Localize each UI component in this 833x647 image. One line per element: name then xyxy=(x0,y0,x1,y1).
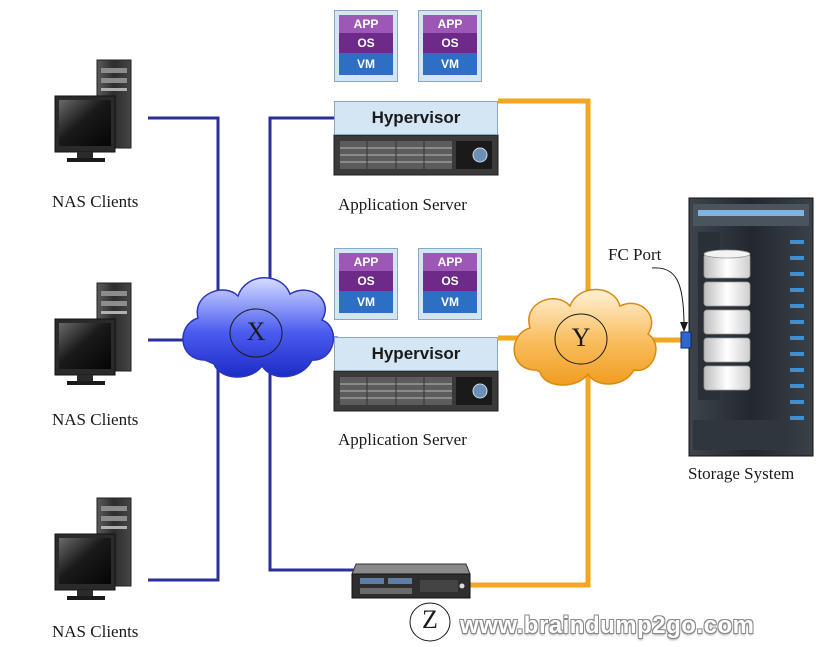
application-server-1-chassis xyxy=(333,134,499,176)
cloud-y xyxy=(513,288,657,386)
switch-z-fc-link xyxy=(470,370,591,588)
fc-port-pointer xyxy=(651,267,685,327)
vm-2-server-1: APP OS VM xyxy=(418,10,482,82)
application-server-2-chassis xyxy=(333,370,499,412)
vm-2-server-2: APP OS VM xyxy=(418,248,482,320)
vm-os-label: OS xyxy=(339,271,393,291)
storage-system-rack xyxy=(680,197,814,457)
vm-app-label: APP xyxy=(423,15,477,33)
vm-app-label: APP xyxy=(339,253,393,271)
vm-os-label: OS xyxy=(339,33,393,53)
vm-os-label: OS xyxy=(423,271,477,291)
cloud-x xyxy=(182,277,335,378)
vm-vm-label: VM xyxy=(423,291,477,313)
watermark: www.braindump2go.com xyxy=(460,612,755,639)
nas-clients-label-3: NAS Clients xyxy=(52,622,139,641)
nas-client-1 xyxy=(54,59,132,162)
fc-port xyxy=(680,331,692,349)
nas-clients-label-2: NAS Clients xyxy=(52,410,139,429)
hypervisor-server-2: Hypervisor xyxy=(334,337,498,371)
device-z xyxy=(351,563,471,642)
fc-port-label: FC Port xyxy=(608,245,662,264)
fc-port-pointer-arrowhead xyxy=(680,322,688,332)
nas-client-3 xyxy=(54,497,132,600)
hypervisor-server-1: Hypervisor xyxy=(334,101,498,135)
vm-1-server-1: APP OS VM xyxy=(334,10,398,82)
device-z-label: Z xyxy=(422,605,438,634)
nas-clients-label-1: NAS Clients xyxy=(52,192,139,211)
cloud-y-label: Y xyxy=(571,323,591,352)
cloud-x-label: X xyxy=(246,317,266,346)
vm-os-label: OS xyxy=(423,33,477,53)
vm-vm-label: VM xyxy=(339,53,393,75)
vm-app-label: APP xyxy=(339,15,393,33)
application-server-label-2: Application Server xyxy=(338,430,467,449)
vm-vm-label: VM xyxy=(423,53,477,75)
vm-vm-label: VM xyxy=(339,291,393,313)
application-server-label-1: Application Server xyxy=(338,195,467,214)
server-1-fc-link xyxy=(498,98,591,308)
storage-system-label: Storage System xyxy=(688,464,795,483)
nas-client-2 xyxy=(54,282,132,385)
vm-1-server-2: APP OS VM xyxy=(334,248,398,320)
vm-app-label: APP xyxy=(423,253,477,271)
